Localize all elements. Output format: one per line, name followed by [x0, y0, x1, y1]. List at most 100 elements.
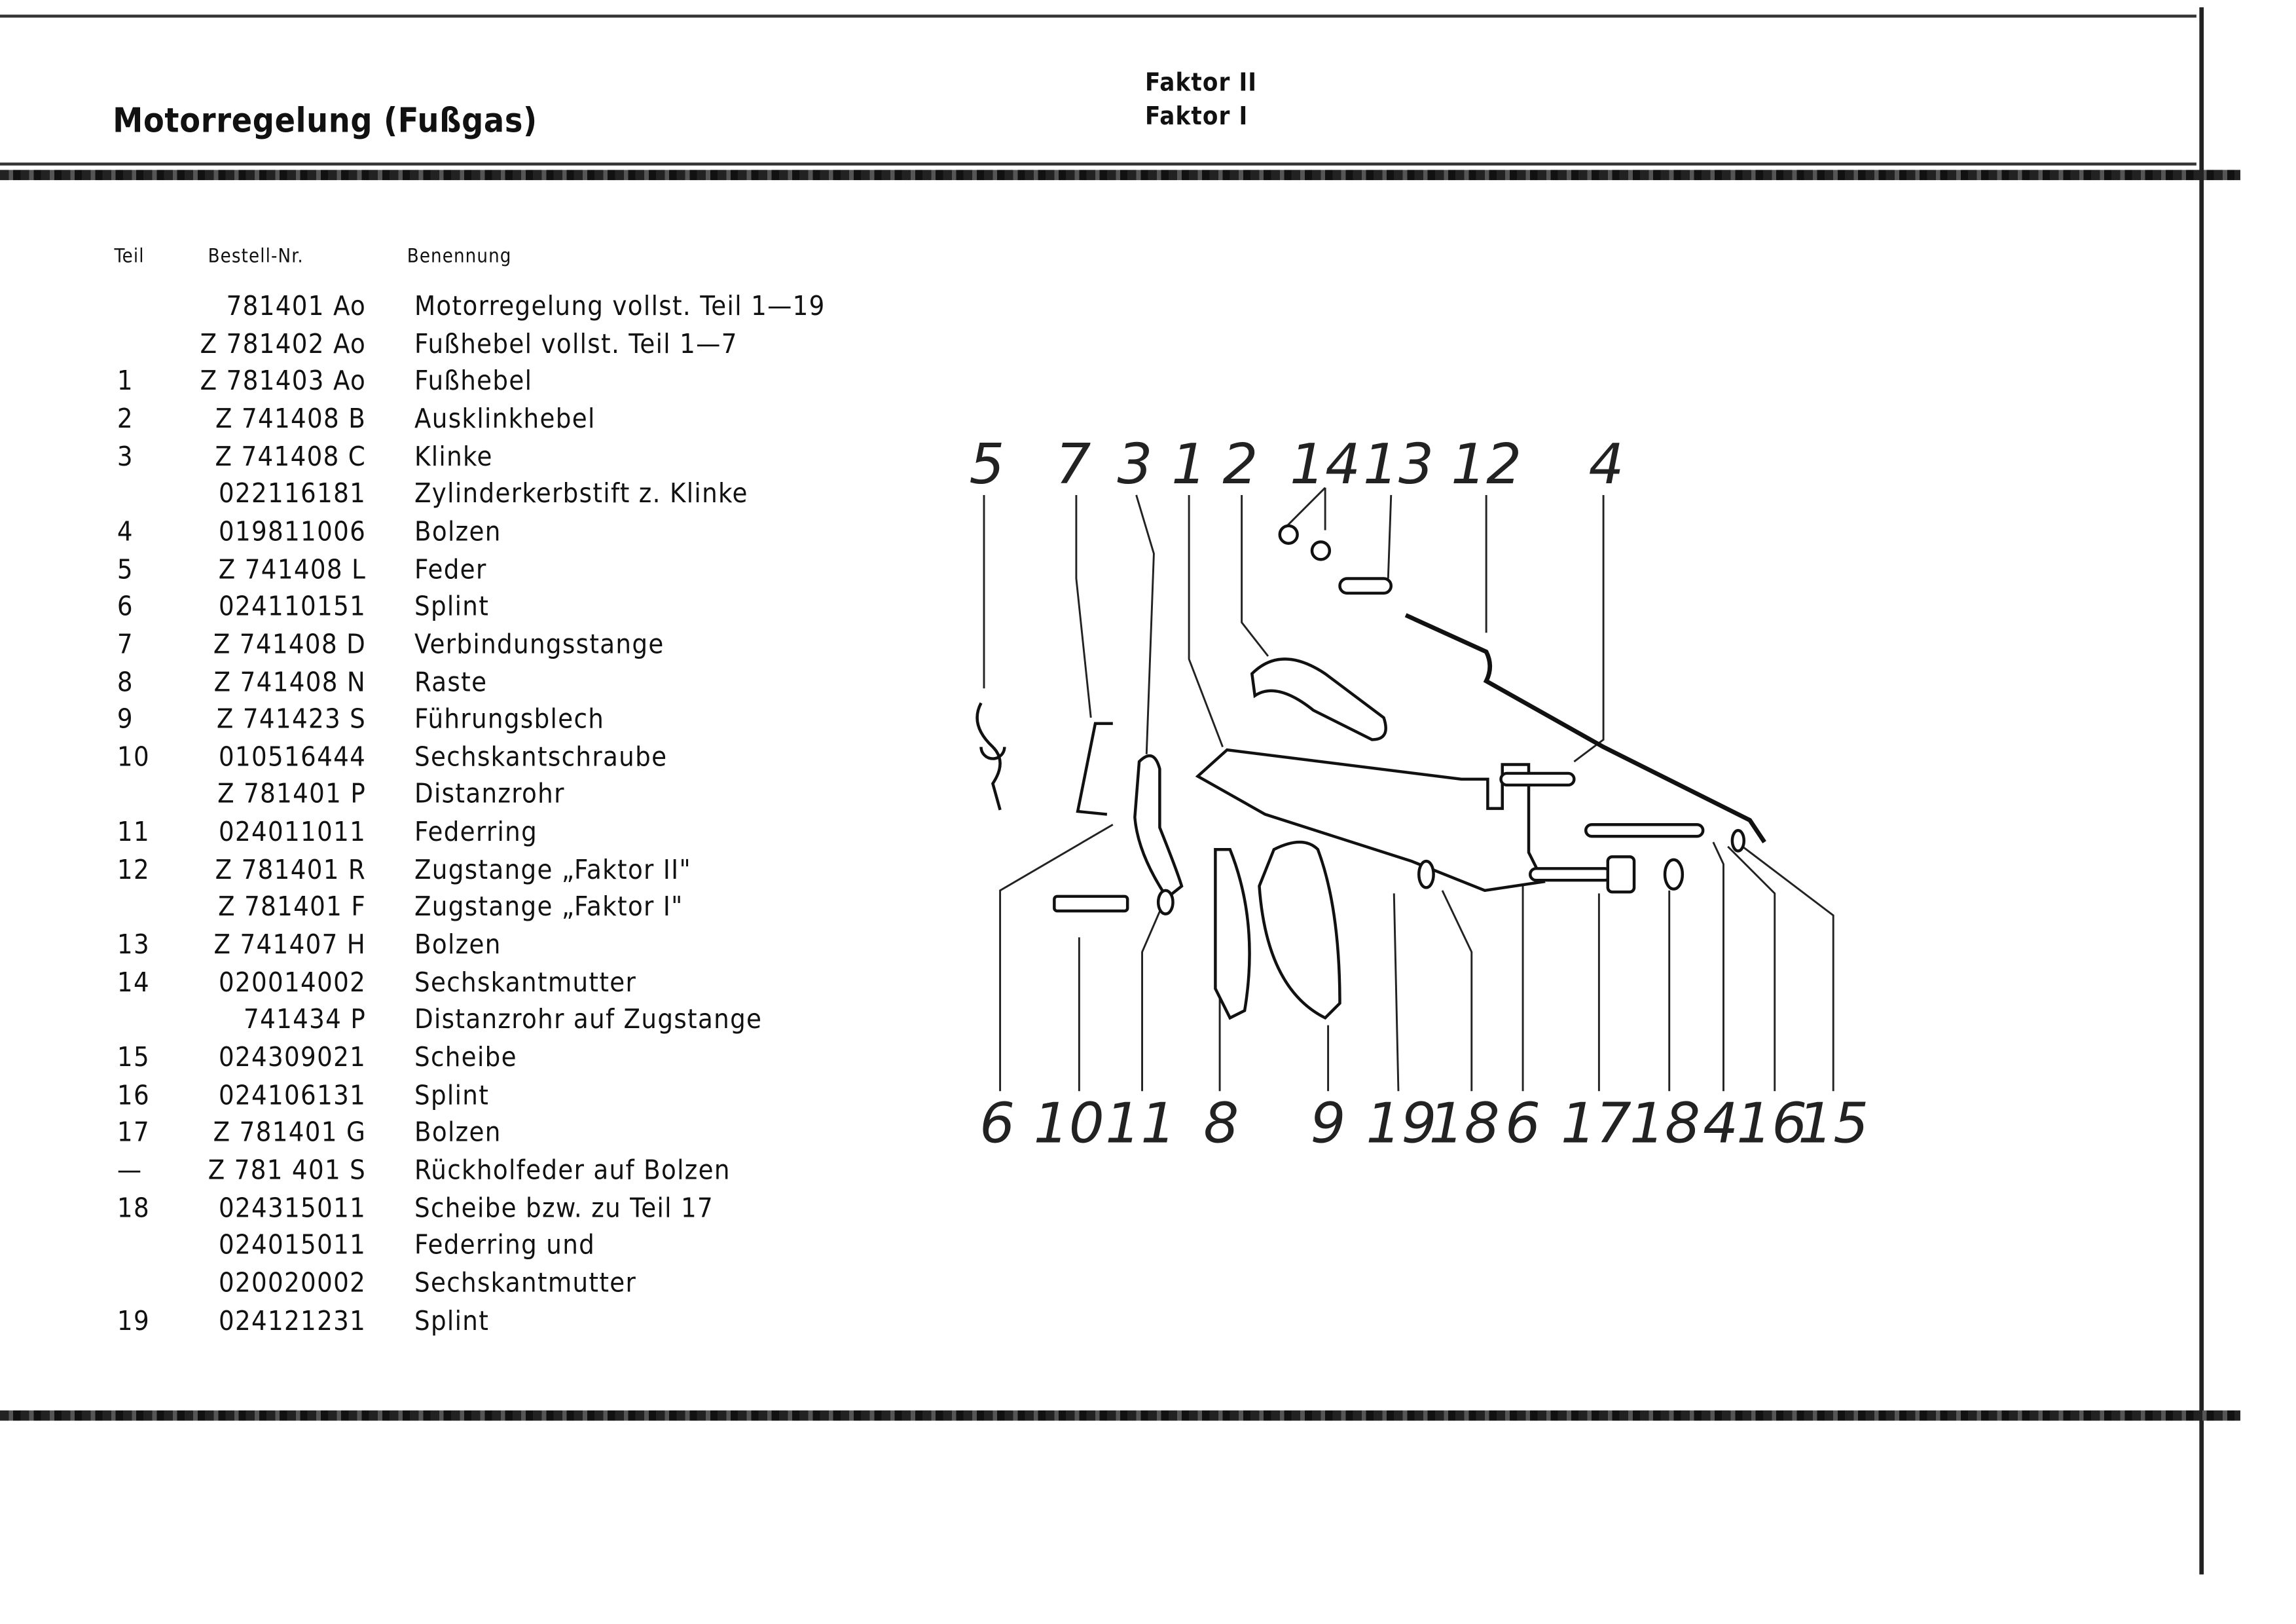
part-number: 4	[117, 517, 134, 548]
part-name: Feder	[414, 554, 487, 585]
right-margin-line	[2199, 7, 2204, 1575]
table-row: Z 781402 Ao Fußhebel vollst. Teil 1—7	[0, 329, 1025, 367]
order-number: Z 781402 Ao	[200, 329, 367, 360]
part-mutter-1	[1278, 524, 1299, 545]
table-row: — Z 781 401 S Rückholfeder auf Bolzen	[0, 1156, 1025, 1194]
callout-label: 4	[1589, 432, 1624, 497]
callout-label: 4	[1703, 1092, 1738, 1156]
order-number: 024315011	[218, 1192, 367, 1224]
order-number: 024121231	[218, 1306, 367, 1337]
part-number: 2	[117, 404, 134, 435]
callout-label: 19	[1366, 1092, 1436, 1156]
column-header-teil: Teil	[114, 246, 145, 268]
order-number: Z 741408 L	[218, 554, 367, 585]
part-name: Rückholfeder auf Bolzen	[414, 1155, 731, 1187]
part-scheibe-15	[1730, 828, 1746, 853]
part-federring	[1156, 889, 1175, 915]
order-number: Z 781403 Ao	[200, 366, 367, 397]
part-name: Ausklinkhebel	[414, 404, 596, 435]
part-number: 8	[117, 667, 134, 698]
leader-lines	[983, 487, 1834, 1092]
top-border-line	[0, 14, 2196, 17]
order-number: Z 741408 C	[215, 441, 367, 473]
callout-label: 9	[1311, 1092, 1346, 1156]
faktor-i-label: Faktor I	[1145, 102, 1248, 132]
part-fuehrungsblech	[1258, 840, 1341, 1020]
part-name: Sechskantmutter	[414, 967, 637, 999]
part-klinke	[1133, 754, 1184, 900]
part-name: Fußhebel vollst. Teil 1—7	[414, 329, 738, 360]
callout-label: 10	[1034, 1092, 1104, 1156]
part-name: Führungsblech	[414, 705, 605, 736]
order-number: 781401 Ao	[226, 291, 367, 323]
order-number: 024309021	[218, 1043, 367, 1074]
part-number: 17	[117, 1118, 150, 1149]
callout-label: 1	[1171, 432, 1207, 497]
page-title: Motorregelung (Fußgas)	[113, 102, 538, 141]
part-name: Distanzrohr auf Zugstange	[414, 1005, 763, 1037]
part-name: Bolzen	[414, 517, 501, 548]
part-name: Bolzen	[414, 1118, 501, 1149]
callout-label: 16	[1736, 1092, 1807, 1156]
callout-label: 13	[1363, 432, 1434, 497]
part-ausklinkhebel	[1250, 657, 1387, 741]
part-name: Zugstange „Faktor II"	[414, 855, 691, 886]
order-number: 741434 P	[244, 1005, 367, 1037]
part-fusshebel	[1195, 748, 1546, 893]
order-number: Z 741408 N	[213, 667, 367, 698]
order-number: Z 741408 D	[213, 629, 367, 661]
part-name: Fußhebel	[414, 366, 533, 397]
part-name: Scheibe	[414, 1043, 517, 1074]
part-name: Sechskantmutter	[414, 1268, 637, 1299]
header-divider-line	[0, 162, 2196, 165]
order-number: 024110151	[218, 592, 367, 623]
part-mutter-2	[1310, 540, 1332, 561]
part-number: 11	[117, 817, 150, 849]
callout-label: 12	[1451, 432, 1522, 497]
callout-label: 7	[1055, 432, 1091, 497]
callout-label: 8	[1203, 1092, 1239, 1156]
order-number: 024011011	[218, 817, 367, 849]
order-number: 024106131	[218, 1080, 367, 1111]
part-number: 3	[117, 441, 134, 473]
order-number: Z 781 401 S	[208, 1155, 367, 1187]
part-name: Zugstange „Faktor I"	[414, 892, 683, 923]
part-raste	[1214, 847, 1251, 1020]
header-divider-band	[0, 170, 2240, 181]
part-number: 7	[117, 629, 134, 661]
part-verbindungsstange	[1076, 722, 1113, 816]
part-bolzen-17-head	[1606, 855, 1636, 894]
callout-label: 15	[1798, 1092, 1868, 1156]
part-scheibe-18	[1663, 858, 1685, 891]
order-number: 024015011	[218, 1230, 367, 1262]
order-number: 010516444	[218, 742, 367, 773]
part-name: Scheibe bzw. zu Teil 17	[414, 1192, 714, 1224]
order-number: 020014002	[218, 967, 367, 999]
part-bolzen-13	[1338, 577, 1393, 595]
order-number: Z 741407 H	[213, 930, 367, 961]
order-number: Z 741423 S	[216, 705, 367, 736]
column-header-benennung: Benennung	[407, 246, 512, 268]
part-number: —	[117, 1155, 143, 1187]
part-name: Federring und	[414, 1230, 596, 1262]
part-name: Verbindungsstange	[414, 629, 665, 661]
callout-label: 11	[1105, 1092, 1176, 1156]
order-number: 022116181	[218, 479, 367, 510]
callout-label: 6	[979, 1092, 1015, 1156]
parts-drawing	[975, 524, 1766, 1020]
callout-label: 18	[1429, 1092, 1500, 1156]
callout-label: 2	[1222, 432, 1258, 497]
